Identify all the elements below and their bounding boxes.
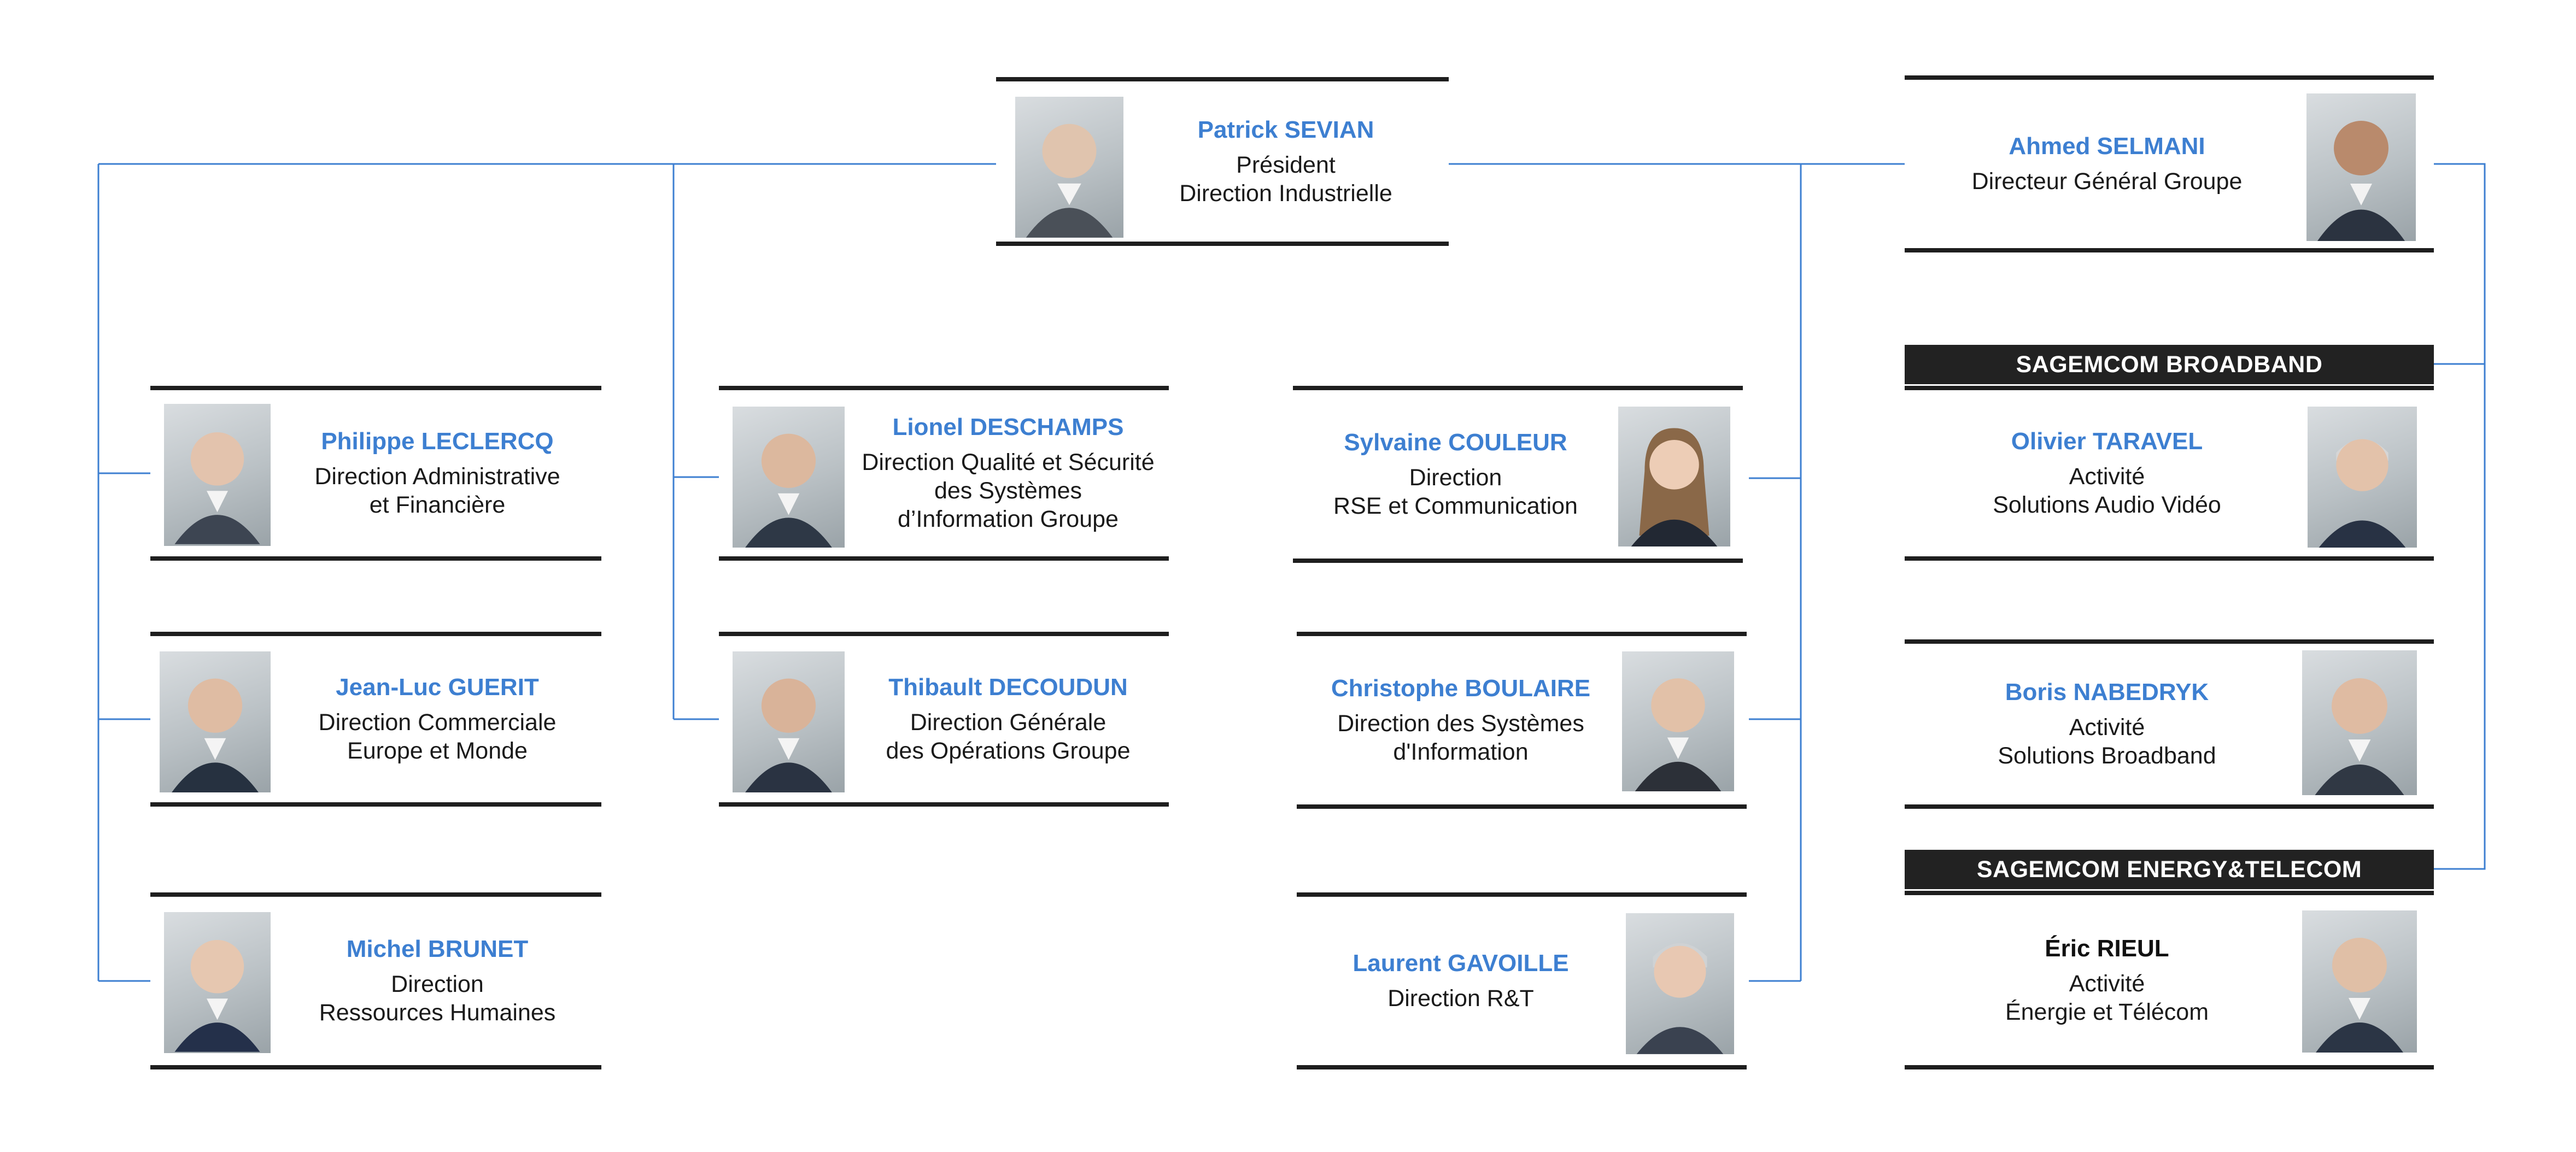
executive-photo [164,912,271,1053]
person-role: et Financière [369,492,506,518]
person-role: Direction Industrielle [1179,180,1392,207]
person-role: RSE et Communication [1333,493,1578,519]
person-name: Laurent GAVOILLE [1353,950,1569,977]
person-role: Président [1236,151,1336,178]
executive-text: Laurent GAVOILLE Direction R&T [1297,897,1625,1065]
person-role: Direction [1409,465,1502,491]
person-role: Direction R&T [1387,985,1534,1012]
ceo-card: Ahmed SELMANI Directeur Général Groupe [1905,75,2434,252]
person-name: Éric RIEUL [2045,934,2169,962]
connector-ceo-right [2434,163,2486,870]
executive-text: Michel BRUNET Direction Ressources Humai… [273,897,601,1065]
person-role: Solutions Audio Vidéo [1993,492,2221,518]
executive-photo [1618,407,1730,546]
executive-card: Michel BRUNET Direction Ressources Humai… [150,892,601,1069]
person-role: Direction Administrative [314,463,560,490]
executive-text: Lionel DESCHAMPS Direction Qualité et Sé… [847,390,1169,556]
person-role: Activité [2069,970,2145,997]
ceo-photo [2306,93,2416,241]
executive-photo [2302,650,2417,795]
person-role: Ressources Humaines [319,1000,556,1026]
person-role: Énergie et Télécom [2005,998,2209,1025]
executive-card: Éric RIEUL Activité Énergie et Télécom [1905,891,2434,1069]
person-role: des Systèmes [934,478,1082,504]
person-name: Boris NABEDRYK [2005,679,2209,706]
executive-card: Philippe LECLERCQ Direction Administrati… [150,386,601,561]
executive-card: Boris NABEDRYK Activité Solutions Broadb… [1905,639,2434,809]
person-name: Olivier TARAVEL [2011,428,2203,455]
person-role: Direction [391,971,484,997]
executive-card: Christophe BOULAIRE Direction des Systèm… [1297,632,1747,809]
person-role: Activité [2069,463,2145,490]
person-role: Solutions Broadband [1998,743,2216,769]
executive-photo [733,651,845,792]
executive-card: Thibault DECOUDUN Direction Générale des… [719,632,1169,807]
subsidiary-banner-broadband: SAGEMCOM BROADBAND [1905,345,2434,384]
president-photo [1015,97,1123,238]
president-text: Patrick SEVIAN Président Direction Indus… [1133,81,1439,242]
person-name: Christophe BOULAIRE [1331,675,1591,702]
subsidiary-banner-energy-telecom: SAGEMCOM ENERGY&TELECOM [1905,850,2434,889]
person-name: Lionel DESCHAMPS [892,414,1124,440]
executive-card: Jean-Luc GUERIT Direction Commerciale Eu… [150,632,601,807]
executive-photo [1626,913,1734,1054]
person-name: Thibault DECOUDUN [888,674,1128,701]
ceo-text: Ahmed SELMANI Directeur Général Groupe [1905,80,2309,248]
executive-text: Éric RIEUL Activité Énergie et Télécom [1905,895,2309,1065]
executive-text: Sylvaine COULEUR Direction RSE et Commun… [1293,390,1618,559]
person-name: Patrick SEVIAN [1197,116,1374,143]
executive-photo [2308,407,2417,548]
person-name: Sylvaine COULEUR [1344,429,1567,456]
executive-card: Sylvaine COULEUR Direction RSE et Commun… [1293,386,1743,563]
executive-text: Philippe LECLERCQ Direction Administrati… [273,390,601,556]
executive-photo [1622,651,1734,791]
executive-photo [160,651,271,792]
person-name: Jean-Luc GUERIT [336,674,539,701]
executive-photo [164,404,271,546]
executive-text: Christophe BOULAIRE Direction des Systèm… [1297,636,1625,804]
executive-card: Olivier TARAVEL Activité Solutions Audio… [1905,386,2434,561]
person-role: Directeur Général Groupe [1971,168,2243,195]
person-role: d'Information [1393,739,1529,765]
person-role: Direction Qualité et Sécurité [862,449,1155,475]
executive-text: Olivier TARAVEL Activité Solutions Audio… [1905,390,2309,556]
person-name: Philippe LECLERCQ [321,428,554,455]
executive-photo [2302,910,2417,1053]
executive-text: Boris NABEDRYK Activité Solutions Broadb… [1905,644,2309,804]
president-card: Patrick SEVIAN Président Direction Indus… [996,77,1449,246]
person-role: d’Information Groupe [898,506,1119,532]
person-role: Activité [2069,714,2145,740]
person-name: Ahmed SELMANI [2009,133,2205,160]
executive-photo [733,407,845,548]
executive-text: Jean-Luc GUERIT Direction Commerciale Eu… [273,636,601,802]
executive-card: Laurent GAVOILLE Direction R&T [1297,892,1747,1069]
executive-card: Lionel DESCHAMPS Direction Qualité et Sé… [719,386,1169,561]
executive-text: Thibault DECOUDUN Direction Générale des… [847,636,1169,802]
person-role: des Opérations Groupe [886,738,1131,764]
person-role: Europe et Monde [347,738,528,764]
person-name: Michel BRUNET [346,936,529,962]
person-role: Direction des Systèmes [1337,710,1584,737]
person-role: Direction Générale [910,709,1106,736]
person-role: Direction Commerciale [318,709,557,736]
